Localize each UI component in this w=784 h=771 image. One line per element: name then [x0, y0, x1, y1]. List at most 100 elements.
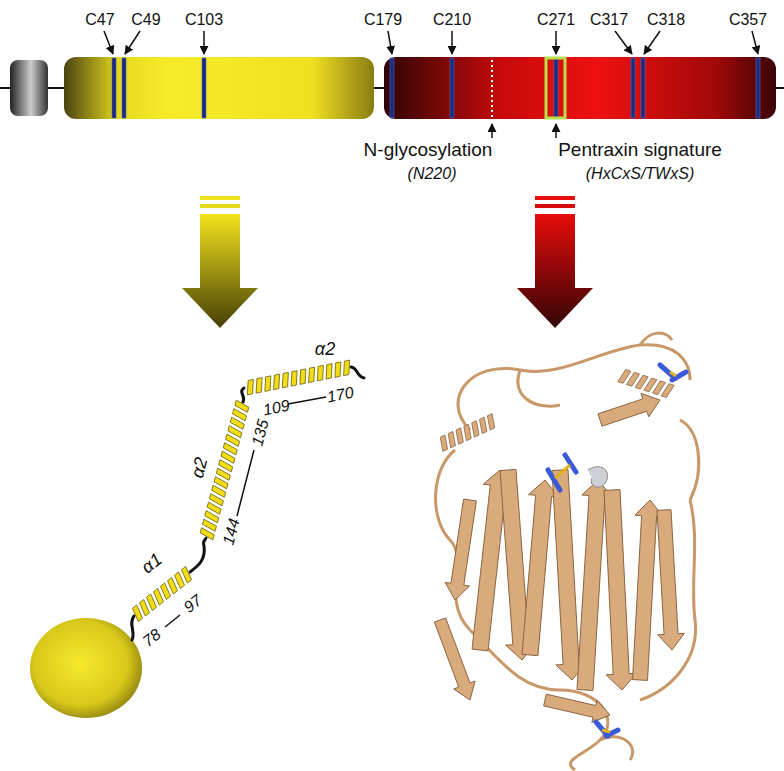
residue-label: 135 — [248, 418, 272, 448]
leader-line — [203, 31, 205, 54]
beta-strand — [604, 490, 636, 690]
cysteine-label: C210 — [433, 11, 471, 29]
arrow-shape — [517, 214, 593, 328]
coiled-coil-model — [30, 360, 364, 718]
loop — [351, 367, 364, 378]
helix-turn — [274, 374, 280, 389]
loop — [242, 388, 244, 402]
site-label: Pentraxin signature — [558, 140, 722, 161]
arrow-band — [535, 204, 575, 208]
helices — [132, 360, 349, 621]
structure-loop — [518, 370, 560, 406]
leader-line — [451, 31, 453, 54]
helix-turn — [456, 428, 463, 444]
disulfide-stick — [660, 365, 675, 378]
helix-turn — [440, 435, 447, 451]
cysteine-mark — [631, 58, 635, 118]
disulfide-stick — [548, 470, 560, 490]
sulfur-bond — [555, 465, 570, 478]
helix-turn — [472, 421, 479, 437]
arrow-band — [200, 204, 240, 208]
glycosylation-site — [491, 60, 493, 117]
leader-line — [644, 31, 660, 54]
range-line — [288, 397, 326, 404]
helix-turn — [153, 588, 163, 605]
cysteine-mark — [554, 58, 558, 118]
pentraxin-domain — [384, 57, 776, 119]
helix-turn — [247, 379, 253, 394]
cysteine-mark — [756, 58, 760, 118]
helix-turn — [326, 364, 332, 379]
helix-turn — [661, 384, 674, 398]
loops — [132, 367, 364, 640]
leader-line — [104, 31, 113, 54]
helix-turn — [167, 577, 177, 594]
cysteine-mark — [112, 58, 116, 118]
leader-lines — [104, 31, 758, 138]
arrow-shape — [182, 214, 258, 328]
cysteine-mark — [122, 58, 126, 118]
helix-turn — [317, 365, 323, 380]
signal-peptide — [10, 60, 48, 116]
helix-turn — [174, 572, 184, 589]
leader-line — [752, 31, 758, 54]
helix-turn — [235, 400, 249, 412]
structure-loop — [640, 333, 672, 345]
red-arrow — [517, 196, 593, 328]
cysteine-label: C357 — [729, 11, 767, 29]
residue-label: α1 — [138, 550, 166, 578]
helix-turn — [139, 599, 149, 616]
sulfur-bond — [670, 372, 676, 376]
beta-strand — [598, 393, 660, 426]
helix-turn — [132, 605, 142, 622]
ligand-surface — [588, 467, 608, 487]
cysteine-marks — [112, 58, 760, 118]
helix-turn — [464, 424, 471, 440]
beta-strand — [522, 480, 559, 656]
yellow-arrow — [182, 196, 258, 328]
cysteine-label: C49 — [131, 11, 160, 29]
helix-turn — [291, 371, 297, 386]
leader-line — [615, 31, 632, 54]
cysteine-label: C318 — [647, 11, 685, 29]
cysteine-label: C47 — [85, 11, 114, 29]
pentraxin-structure — [434, 333, 698, 770]
helix-turn — [160, 583, 170, 600]
loop — [190, 538, 206, 572]
leader-line — [388, 31, 392, 54]
residue-label: α2 — [188, 456, 212, 481]
helix-turn — [256, 378, 262, 393]
range-lines — [165, 397, 326, 627]
leader-line — [555, 31, 557, 54]
cysteine-mark — [390, 58, 394, 118]
residue-label: 144 — [219, 517, 243, 547]
structure-loop — [458, 345, 690, 430]
leader-line — [125, 31, 140, 54]
residue-label: α2 — [315, 340, 335, 360]
helix-turn — [181, 566, 191, 583]
loop — [132, 616, 134, 640]
n-terminal-domain — [64, 57, 374, 119]
residue-label: 170 — [325, 384, 355, 406]
globular-domain — [30, 618, 142, 718]
residue-label: 78 — [140, 626, 165, 651]
cysteine-mark — [202, 58, 206, 118]
leader-line — [555, 124, 557, 138]
helix-turn — [265, 376, 271, 391]
helix-turn — [487, 414, 494, 430]
site-label: N-glycosylation — [364, 140, 493, 161]
beta-strand — [445, 499, 476, 600]
leader-line — [491, 124, 493, 138]
helix-turn — [282, 372, 288, 387]
cysteine-label: C271 — [537, 11, 575, 29]
cysteine-mark — [450, 58, 454, 118]
residue-label: 97 — [181, 592, 206, 617]
cysteine-label: C317 — [590, 11, 628, 29]
beta-strand — [544, 694, 610, 722]
beta-strand — [434, 618, 475, 700]
cysteine-label: C179 — [364, 11, 402, 29]
cysteine-label: C103 — [185, 11, 223, 29]
helix-turn — [448, 431, 455, 447]
